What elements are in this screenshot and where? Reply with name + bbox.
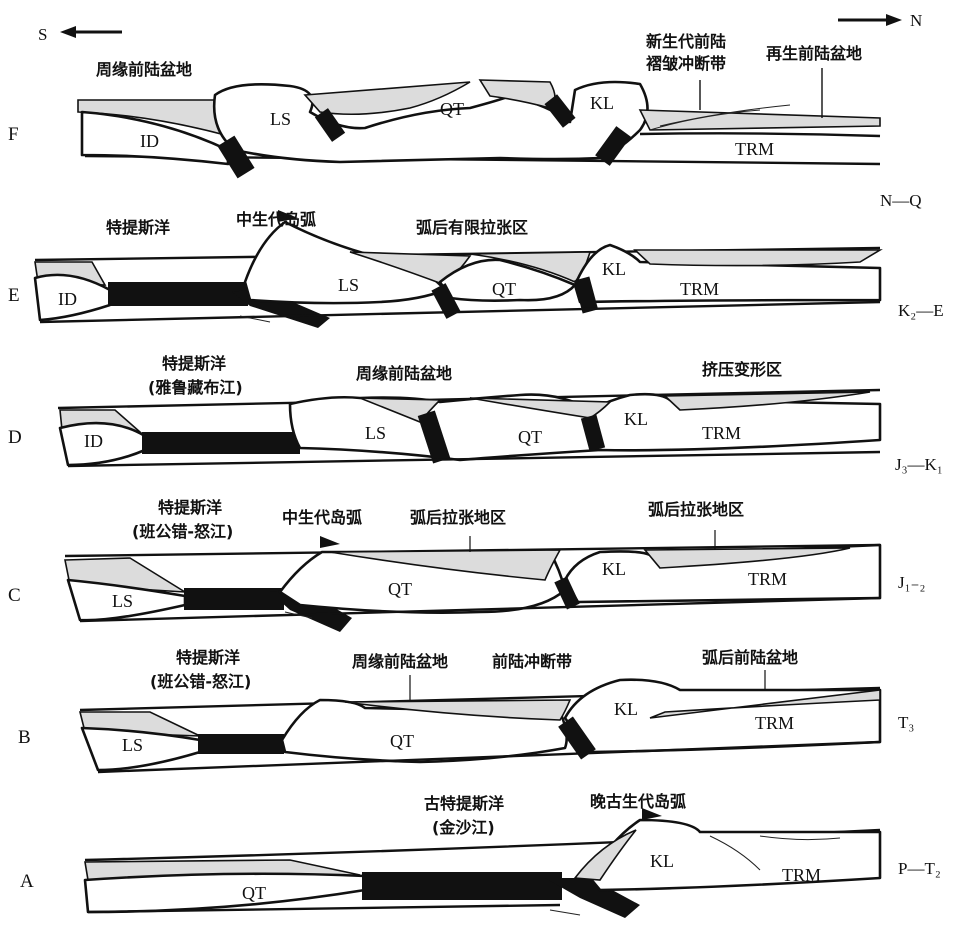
panel-d-unit-id: ID xyxy=(84,432,103,450)
panel-b-letter: B xyxy=(18,728,31,747)
panel-f-note-3: 褶皱冲断带 xyxy=(646,56,726,72)
panel-f-unit-ls: LS xyxy=(270,110,291,128)
panel-e-unit-ls: LS xyxy=(338,276,359,294)
panel-c-note-1: 特提斯洋 xyxy=(158,500,222,516)
panel-d-unit-trm: TRM xyxy=(702,424,741,442)
panel-b-age: T₃ xyxy=(898,714,914,731)
panel-a-unit-qt: QT xyxy=(242,884,266,902)
panel-f-unit-id: ID xyxy=(140,132,159,150)
panel-d-note-4: 挤压变形区 xyxy=(702,362,782,378)
panel-f-note-2: 新生代前陆 xyxy=(646,34,726,50)
south-arrow xyxy=(60,26,122,38)
panel-d-note-2: (雅鲁藏布江) xyxy=(148,380,243,396)
panel-a-unit-kl: KL xyxy=(650,852,674,870)
panel-b-unit-trm: TRM xyxy=(755,714,794,732)
panel-c-unit-trm: TRM xyxy=(748,570,787,588)
north-label: N xyxy=(910,12,922,29)
panel-f-unit-kl: KL xyxy=(590,94,614,112)
panel-a-letter: A xyxy=(20,872,34,891)
panel-c-unit-qt: QT xyxy=(388,580,412,598)
panel-d-note-3: 周缘前陆盆地 xyxy=(356,366,452,382)
panel-e-age: K₂—E xyxy=(898,302,944,319)
panel-d-unit-qt: QT xyxy=(518,428,542,446)
panel-c-note-4: 弧后拉张地区 xyxy=(410,510,506,526)
panel-f-note-1: 周缘前陆盆地 xyxy=(96,62,192,78)
south-label: S xyxy=(38,26,47,43)
panel-b-note-3: 周缘前陆盆地 xyxy=(352,654,448,670)
panel-a-note-2: (金沙江) xyxy=(432,820,495,836)
section-f xyxy=(78,68,880,178)
panel-b-note-4: 前陆冲断带 xyxy=(492,654,572,670)
section-d xyxy=(58,390,880,466)
panel-d-note-1: 特提斯洋 xyxy=(162,356,226,372)
panel-a-unit-trm: TRM xyxy=(782,866,821,884)
panel-f-age: N—Q xyxy=(880,192,922,209)
panel-e-letter: E xyxy=(8,286,20,305)
panel-e-note-2: 中生代岛弧 xyxy=(236,212,316,228)
panel-b-unit-ls: LS xyxy=(122,736,143,754)
panel-d-unit-kl: KL xyxy=(624,410,648,428)
panel-c-letter: C xyxy=(8,586,21,605)
panel-e-unit-kl: KL xyxy=(602,260,626,278)
panel-c-unit-ls: LS xyxy=(112,592,133,610)
panel-e-unit-qt: QT xyxy=(492,280,516,298)
panel-f-unit-qt: QT xyxy=(440,100,464,118)
panel-e-note-1: 特提斯洋 xyxy=(106,220,170,236)
north-arrow xyxy=(838,14,902,26)
panel-d-age: J₃—K₁ xyxy=(895,456,943,473)
panel-b-unit-kl: KL xyxy=(614,700,638,718)
panel-a-note-1: 古特提斯洋 xyxy=(424,796,504,812)
panel-d-unit-ls: LS xyxy=(365,424,386,442)
panel-c-note-2: (班公错-怒江) xyxy=(132,524,233,540)
panel-e-unit-id: ID xyxy=(58,290,77,308)
panel-f-letter: F xyxy=(8,125,19,144)
panel-b-note-5: 弧后前陆盆地 xyxy=(702,650,798,666)
panel-c-age: J₁₋₂ xyxy=(898,574,925,591)
panel-f-note-4: 再生前陆盆地 xyxy=(766,46,862,62)
panel-c-unit-kl: KL xyxy=(602,560,626,578)
panel-e-unit-trm: TRM xyxy=(680,280,719,298)
panel-f-unit-trm: TRM xyxy=(735,140,774,158)
panel-b-note-2: (班公错-怒江) xyxy=(150,674,251,690)
panel-c-note-5: 弧后拉张地区 xyxy=(648,502,744,518)
panel-b-note-1: 特提斯洋 xyxy=(176,650,240,666)
panel-c-note-3: 中生代岛弧 xyxy=(282,510,362,526)
panel-e-note-3: 弧后有限拉张区 xyxy=(416,220,528,236)
panel-d-letter: D xyxy=(8,428,22,447)
panel-b-unit-qt: QT xyxy=(390,732,414,750)
panel-a-age: P—T₂ xyxy=(898,860,941,877)
panel-a-note-3: 晚古生代岛弧 xyxy=(590,794,686,810)
